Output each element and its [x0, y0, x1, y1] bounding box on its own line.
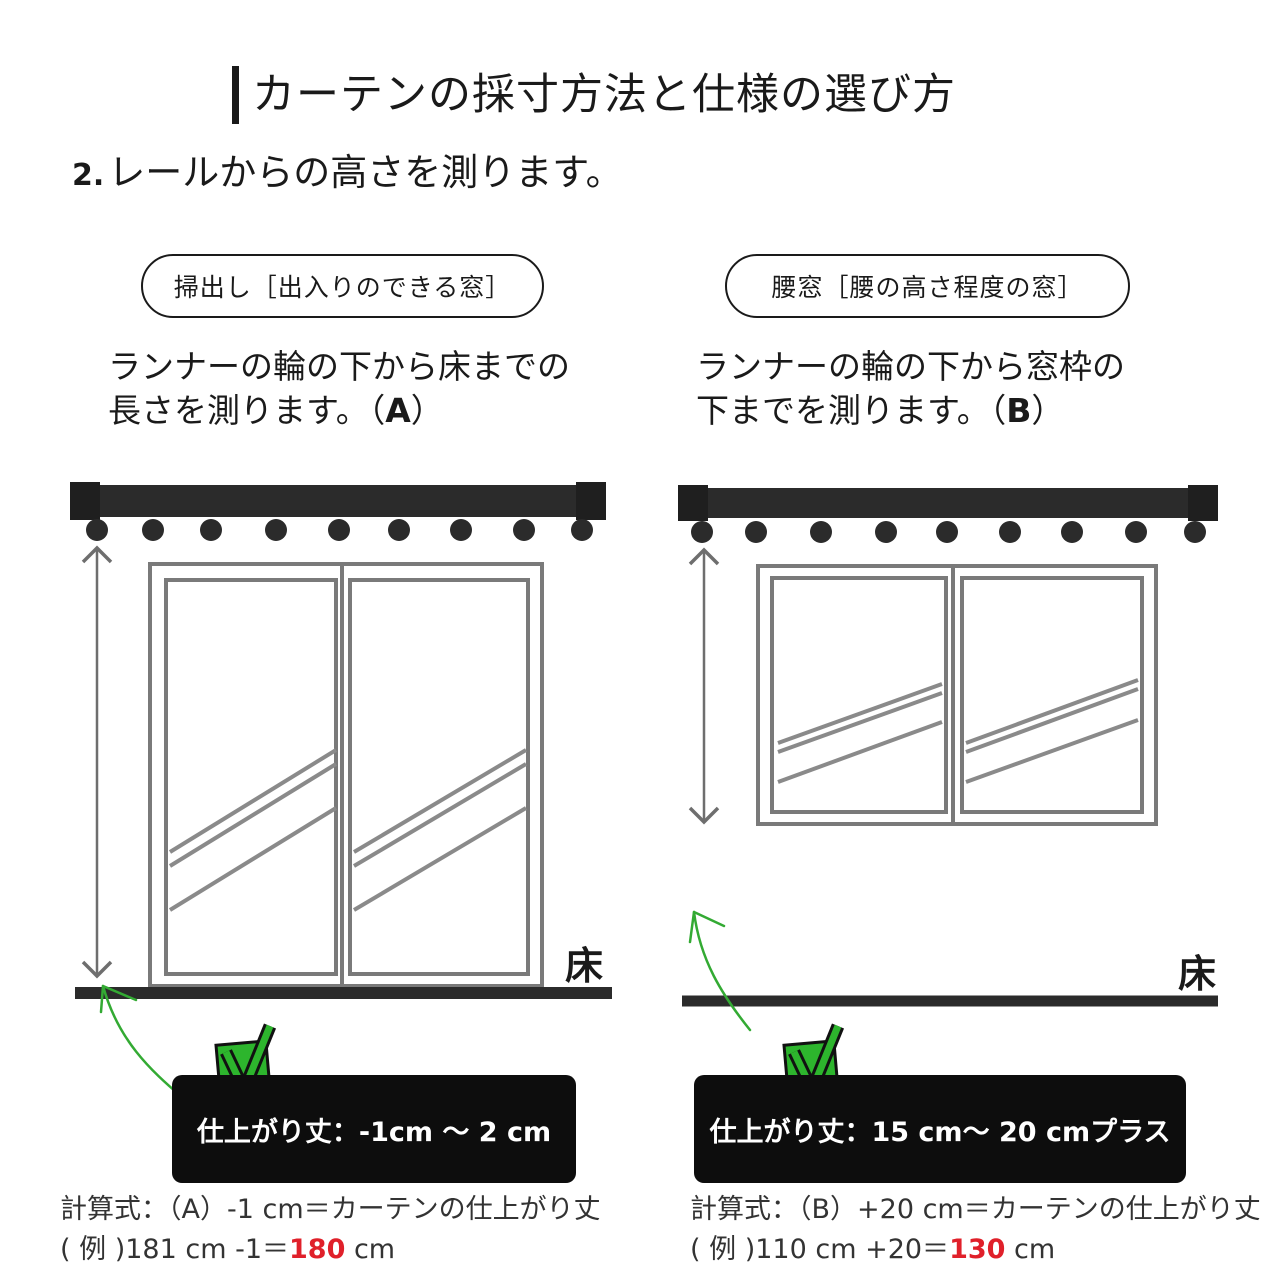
curtain-rail-icon — [678, 485, 1218, 521]
result-box-b: 仕上がり丈：15 cm〜 20 cmプラス — [694, 1075, 1186, 1183]
description-a: ランナーの輪の下から床までの 長さを測ります。（A） — [108, 345, 570, 433]
curtain-rail-icon — [70, 482, 606, 520]
step-text: レールからの高さを測ります。 — [108, 151, 623, 194]
page-title: カーテンの採寸方法と仕様の選び方 — [252, 70, 956, 120]
runner-ring-icon — [691, 521, 1206, 543]
formula-a-line1: 計算式：（A）-1 cm＝カーテンの仕上がり丈 — [60, 1194, 601, 1225]
runner-ring-icon — [86, 519, 593, 541]
example-a: ( 例 )181 cm -1＝180 cm — [60, 1234, 396, 1265]
description-a-line2: 長さを測ります。（A） — [108, 391, 444, 430]
pointer-arrow-icon — [688, 910, 752, 1032]
window-type-pill-a: 掃出し［出入りのできる窓］ — [141, 254, 544, 318]
example-b: ( 例 )110 cm +20＝130 cm — [690, 1234, 1056, 1265]
description-a-line1: ランナーの輪の下から床までの — [108, 347, 570, 386]
sliding-door-illustration — [70, 482, 612, 999]
formula-a: 計算式：（A）-1 cm＝カーテンの仕上がり丈 ( 例 )181 cm -1＝1… — [60, 1190, 601, 1270]
description-b: ランナーの輪の下から窓枠の 下までを測ります。（B） — [696, 345, 1125, 433]
waist-window-illustration — [678, 485, 1218, 1007]
title-accent-bar — [232, 66, 239, 124]
glass-reflection — [777, 678, 1139, 784]
pointer-arrow-icon — [99, 984, 185, 1100]
window-type-pill-b: 腰窓［腰の高さ程度の窓］ — [725, 254, 1130, 318]
step-number: 2. — [72, 158, 105, 193]
description-b-line1: ランナーの輪の下から窓枠の — [696, 347, 1125, 386]
formula-b: 計算式：（B）+20 cm＝カーテンの仕上がり丈 ( 例 )110 cm +20… — [690, 1190, 1261, 1270]
marker-b: B — [1006, 391, 1032, 430]
window-frame — [756, 564, 1158, 826]
floor-label-a: 床 — [565, 944, 604, 988]
floor-label-b: 床 — [1178, 952, 1217, 996]
glass-reflection — [168, 748, 528, 912]
step-heading: 2.レールからの高さを測ります。 — [72, 150, 623, 199]
result-box-a: 仕上がり丈：-1cm 〜 2 cm — [172, 1075, 576, 1183]
example-a-value: 180 — [289, 1234, 346, 1265]
door-frame — [148, 562, 544, 988]
marker-a: A — [385, 391, 411, 430]
formula-b-line1: 計算式：（B）+20 cm＝カーテンの仕上がり丈 — [690, 1194, 1261, 1225]
description-b-line2: 下までを測ります。（B） — [696, 391, 1065, 430]
example-b-value: 130 — [949, 1234, 1006, 1265]
